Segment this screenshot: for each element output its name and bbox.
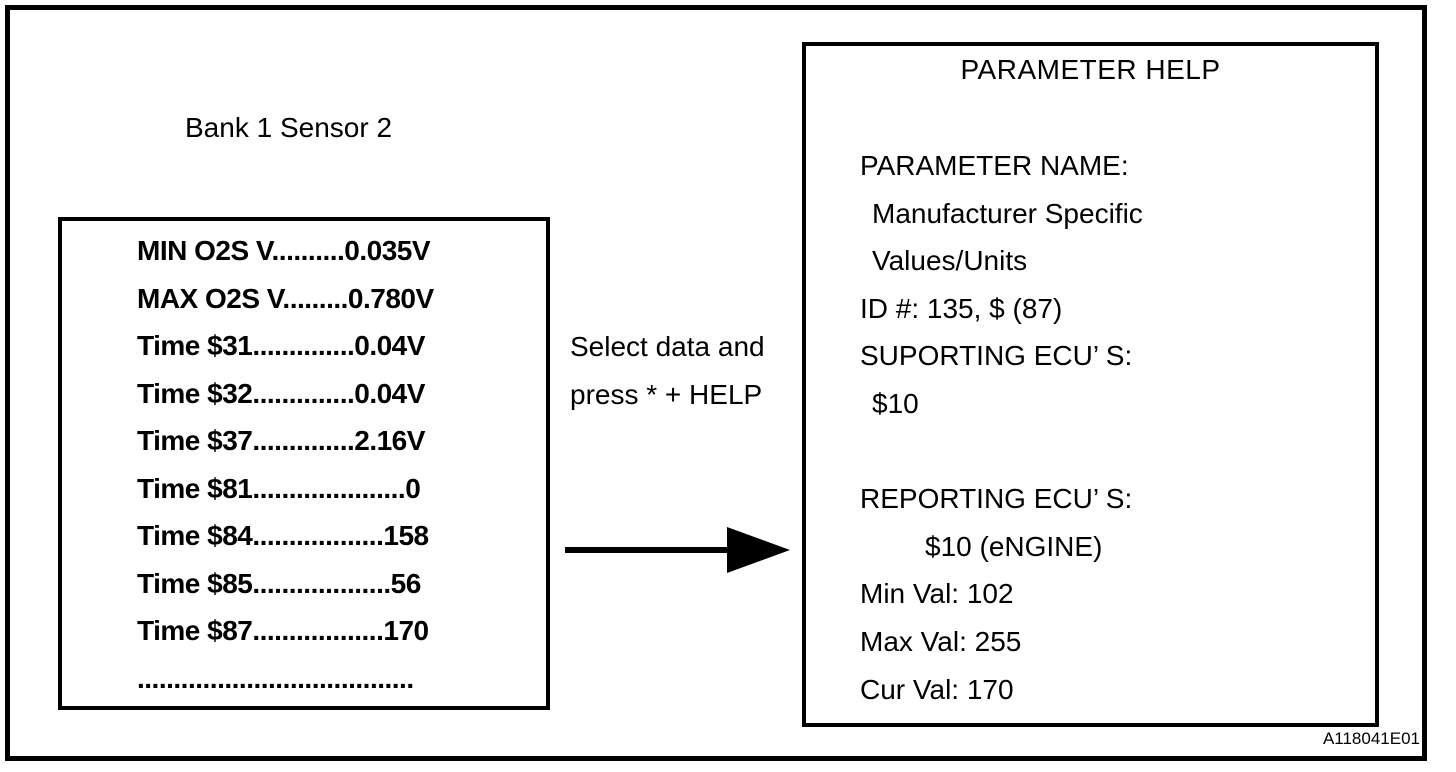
scan-data-line: Time $85...................56 [137,567,421,599]
figure-code: A118041E01 [1322,729,1420,748]
parameter-help-line: Values/Units [872,245,1028,277]
scan-data-line: Time $32..............0.04V [137,377,425,409]
parameter-help-line [806,437,1375,485]
scan-data-line: Time $31..............0.04V [137,330,425,361]
parameter-help-line: PARAMETER NAME: [860,150,1129,181]
parameter-help-line: REPORTING ECU’ S: [860,483,1133,515]
instruction-line-2: press * + HELP [570,379,763,410]
scan-screen-heading: Bank 1 Sensor 2 [185,112,393,143]
figure-border: Bank 1 Sensor 2 MIN O2S V..........0.035… [5,5,1427,761]
parameter-help-line: Manufacturer Specific [872,197,1143,229]
parameter-help-box: PARAMETER HELP PARAMETER NAME: Manufactu… [802,42,1379,727]
parameter-help-title: PARAMETER HELP [960,54,1221,85]
arrow-shaft [565,547,731,553]
parameter-help-line: Min Val: 102 [860,578,1014,610]
parameter-help-line: Max Val: 255 [860,625,1022,657]
scan-data-line: MAX O2S V.........0.780V [137,282,434,314]
instruction-text: Select data and press * + HELP [570,330,765,426]
arrow-head [727,527,790,573]
parameter-help-line: $10 [872,387,919,419]
scan-data-box: MIN O2S V..........0.035V MAX O2S V.....… [58,217,550,710]
scan-data-line: Time $37..............2.16V [137,425,425,456]
scan-data-line: Time $87..................170 [137,615,429,646]
right-arrow-icon [565,527,800,573]
parameter-help-line: Cur Val: 170 [860,673,1014,705]
instruction-line-1: Select data and [570,331,765,362]
parameter-help-lines: PARAMETER NAME: Manufacturer Specific Va… [806,151,1375,722]
parameter-help-line: ID #: 135, $ (87) [860,292,1063,324]
scan-data-line: ...................................... [137,662,414,694]
scan-data-line: Time $81.....................0 [137,472,421,504]
parameter-help-line: $10 (eNGINE) [925,530,1103,562]
scan-data-line: MIN O2S V..........0.035V [137,235,431,266]
scan-data-line: Time $84..................158 [137,520,429,551]
parameter-help-line: SUPORTING ECU’ S: [860,340,1133,372]
